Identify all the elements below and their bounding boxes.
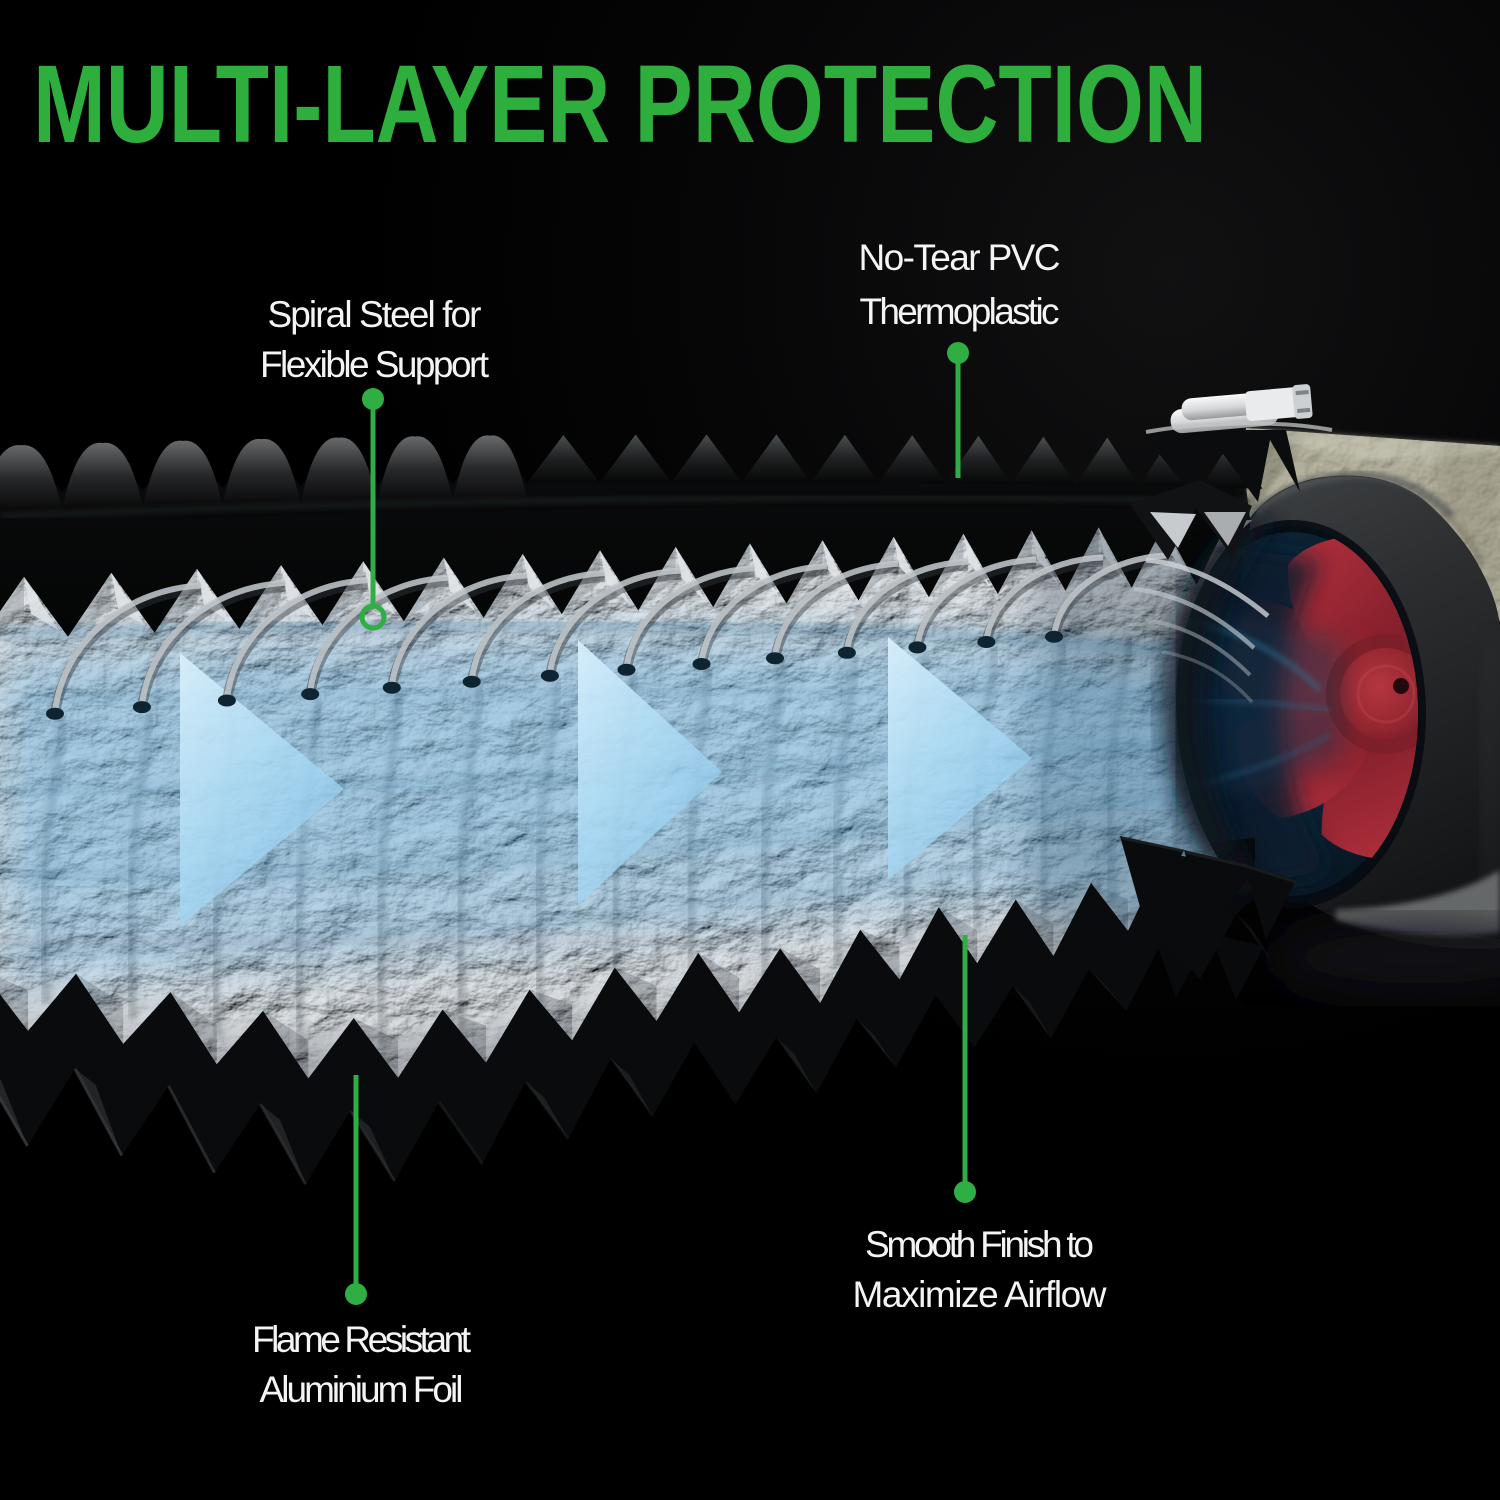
svg-text:Maximize Airflow: Maximize Airflow (853, 1274, 1108, 1315)
svg-text:Aluminium Foil: Aluminium Foil (260, 1369, 465, 1410)
svg-text:No-Tear PVC: No-Tear PVC (859, 237, 1062, 278)
svg-text:Spiral Steel for: Spiral Steel for (268, 294, 483, 335)
svg-text:MULTI-LAYER PROTECTION: MULTI-LAYER PROTECTION (33, 43, 1207, 166)
svg-text:Flexible Support: Flexible Support (260, 344, 490, 385)
svg-text:Flame Resistant: Flame Resistant (252, 1319, 472, 1360)
svg-text:Thermoplastic: Thermoplastic (860, 291, 1061, 332)
svg-text:Smooth Finish to: Smooth Finish to (865, 1224, 1095, 1265)
